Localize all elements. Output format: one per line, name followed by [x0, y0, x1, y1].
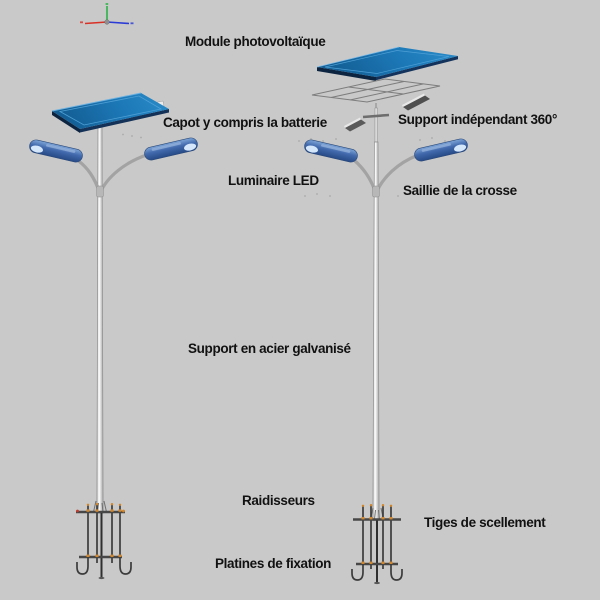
- led-lamp-head: [304, 139, 358, 163]
- panel-mounting-frame: [311, 78, 441, 103]
- assembled-street-light: [29, 92, 198, 580]
- pole-top-t-mount: [362, 103, 390, 143]
- label-support-acier: Support en acier galvanisé: [188, 341, 351, 356]
- label-support-independant: Support indépendant 360°: [398, 112, 558, 127]
- led-lamp-head: [144, 137, 198, 161]
- support-bracket-piece: [402, 93, 430, 111]
- pole-mast: [96, 121, 104, 514]
- label-capot-batterie: Capot y compris la batterie: [163, 115, 327, 130]
- led-lamp-head: [29, 139, 83, 163]
- lamp-arms: [76, 152, 150, 198]
- lamp-arms: [352, 153, 419, 198]
- base-anchor-assembly: [76, 500, 132, 580]
- label-luminaire-led: Luminaire LED: [228, 173, 319, 188]
- pv-module-exploded: [316, 46, 458, 81]
- led-lamp-head: [414, 138, 468, 162]
- base-anchor-assembly: [351, 504, 403, 585]
- pv-panel-mounted: [51, 92, 169, 133]
- exploded-street-light: [304, 46, 468, 585]
- pole-mast: [372, 141, 380, 521]
- label-saillie-crosse: Saillie de la crosse: [403, 183, 517, 198]
- label-platines-fixation: Platines de fixation: [215, 556, 332, 571]
- label-tiges-scellement: Tiges de scellement: [424, 515, 546, 530]
- battery-capot-piece: [344, 117, 366, 132]
- axis-triad-icon: [80, 3, 134, 25]
- label-raidisseurs: Raidisseurs: [242, 493, 315, 508]
- label-module-photovoltaique: Module photovoltaïque: [185, 34, 326, 49]
- faint-dots: [122, 133, 446, 197]
